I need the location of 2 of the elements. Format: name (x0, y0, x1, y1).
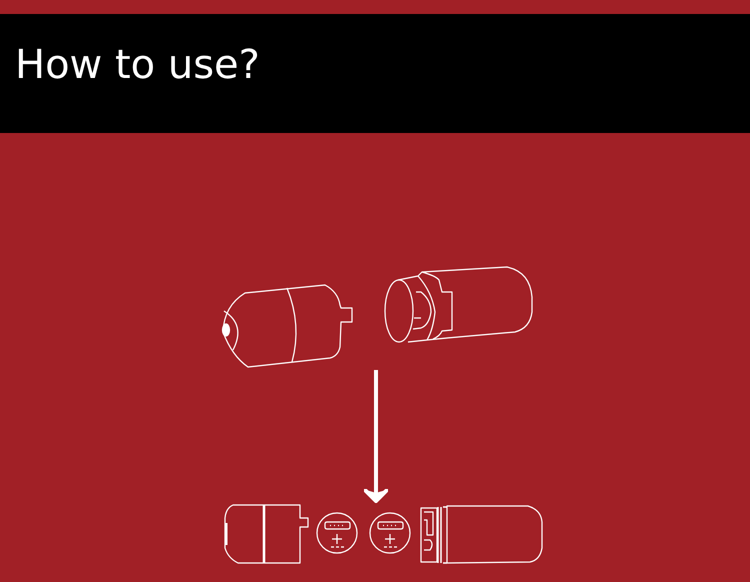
page-title: How to use? (15, 41, 260, 90)
arrow (364, 370, 388, 503)
